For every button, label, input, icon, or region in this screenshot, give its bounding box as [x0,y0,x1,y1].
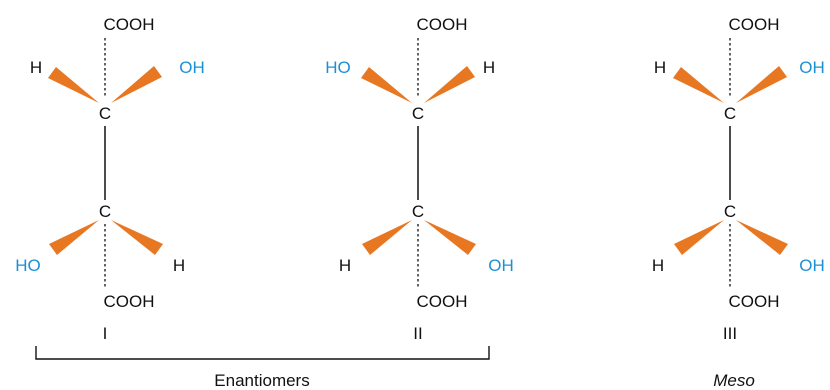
wedge-lower-left [674,220,724,255]
wedge-upper-left [673,67,724,103]
upper-left-group: H [654,58,666,77]
top-group: COOH [417,15,468,34]
lower-right-group: OH [799,256,825,275]
upper-carbon: C [724,104,736,123]
top-group: COOH [104,15,155,34]
enantiomers-bracket [35,346,490,360]
wedge-upper-left [361,67,412,103]
lower-carbon: C [412,202,424,221]
enantiomers-caption: Enantiomers [214,371,309,390]
numeral-label: I [103,324,108,343]
top-group: COOH [729,15,780,34]
lower-right-group: H [173,256,185,275]
upper-right-group: H [483,58,495,77]
molecule-ii: COOH HO H C C H OH COOH II [325,15,514,343]
wedge-upper-right [736,66,787,103]
lower-left-group: H [339,256,351,275]
wedge-upper-right [424,66,475,103]
numeral-label: III [723,324,737,343]
upper-carbon: C [412,104,424,123]
numeral-label: II [413,324,422,343]
bottom-group: COOH [729,292,780,311]
lower-carbon: C [99,202,111,221]
meso-caption: Meso [713,371,755,390]
wedge-lower-right [424,220,476,255]
lower-left-group: HO [15,256,41,275]
molecule-iii: COOH H OH C C H OH COOH III [652,15,825,343]
wedge-lower-right [111,220,163,255]
wedge-lower-left [49,220,99,255]
molecule-i: COOH H OH C C HO H COOH I [15,15,205,343]
wedge-lower-left [362,220,412,255]
lower-carbon: C [724,202,736,221]
lower-right-group: OH [488,256,514,275]
bottom-group: COOH [104,292,155,311]
upper-carbon: C [99,104,111,123]
wedge-upper-right [111,66,162,103]
lower-left-group: H [652,256,664,275]
bottom-group: COOH [417,292,468,311]
upper-right-group: OH [179,58,205,77]
wedge-upper-left [48,67,99,103]
upper-right-group: OH [799,58,825,77]
wedge-lower-right [736,220,788,255]
upper-left-group: HO [325,58,351,77]
upper-left-group: H [30,58,42,77]
